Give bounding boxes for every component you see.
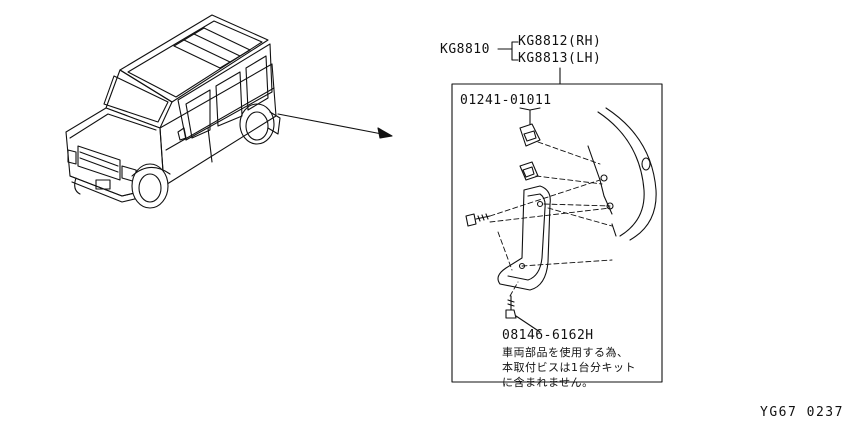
screw-parts bbox=[465, 213, 517, 319]
lh-part-number: KG8813(LH) bbox=[518, 51, 602, 66]
parts-frame bbox=[451, 83, 663, 383]
mudflap-part bbox=[497, 185, 551, 291]
pointer-arrow bbox=[277, 113, 393, 139]
assembly-guides bbox=[489, 141, 613, 297]
clip-part-number: 01241-01011 bbox=[460, 93, 552, 108]
note-line: に含まれません。 bbox=[502, 376, 594, 389]
note-line: 本取付ビスは1台分キット bbox=[502, 361, 636, 374]
diagram-code: YG67 0237 bbox=[760, 405, 844, 420]
note-line: 車両部品を使用する為、 bbox=[502, 346, 629, 359]
rh-part-number: KG8812(RH) bbox=[518, 34, 602, 49]
wheel-arch-panel bbox=[587, 107, 657, 241]
clip-parts bbox=[519, 123, 541, 181]
vehicle-illustration bbox=[65, 14, 281, 209]
assembly-part-number: KG8810 bbox=[440, 42, 490, 57]
screw-part-number: 08146-6162H bbox=[502, 328, 594, 343]
